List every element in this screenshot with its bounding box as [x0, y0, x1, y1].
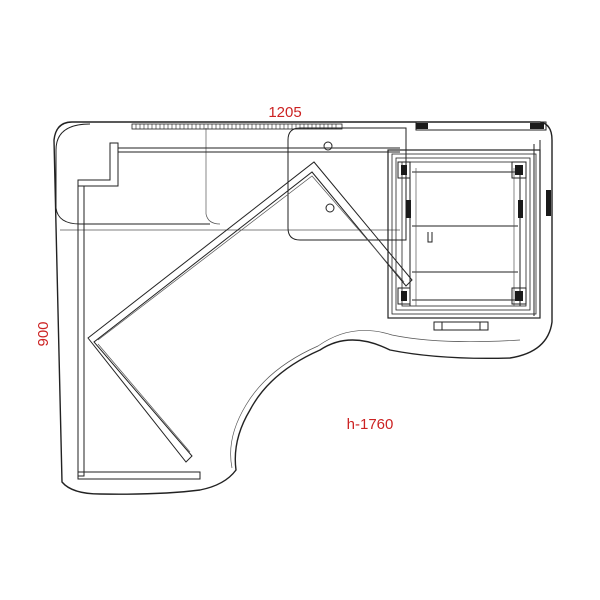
hutch-strip-end-left: [416, 123, 428, 129]
left-upright-top-bracket: [77, 142, 119, 187]
center-panel: [287, 127, 407, 241]
desk-outline: [53, 121, 553, 495]
diagonal-frame-inner-2: [97, 343, 191, 453]
left-return-panel: [55, 123, 210, 225]
diagonal-frame-inner: [97, 175, 405, 341]
left-foot: [77, 471, 201, 480]
pedestal-cabinet: [387, 149, 541, 319]
hutch-strip: [415, 121, 547, 131]
grommet-hole-top: [323, 141, 333, 151]
drawer-pull: [427, 232, 433, 243]
back-rail: [131, 123, 343, 130]
panel-seam-curve: [205, 213, 221, 225]
desk-front-edge: [230, 330, 521, 469]
depth-dimension-label: 900: [35, 321, 52, 346]
hutch-strip-end-right: [530, 123, 544, 129]
grommet-hole-bottom: [325, 203, 335, 213]
height-dimension-label: h-1760: [347, 416, 394, 433]
diagonal-frame-outer: [87, 161, 413, 463]
back-rail-hatching: [135, 124, 337, 129]
width-dimension-label: 1205: [268, 104, 301, 121]
pedestal-brackets: [397, 161, 551, 305]
left-upright: [77, 185, 85, 477]
pedestal-base: [433, 321, 489, 331]
